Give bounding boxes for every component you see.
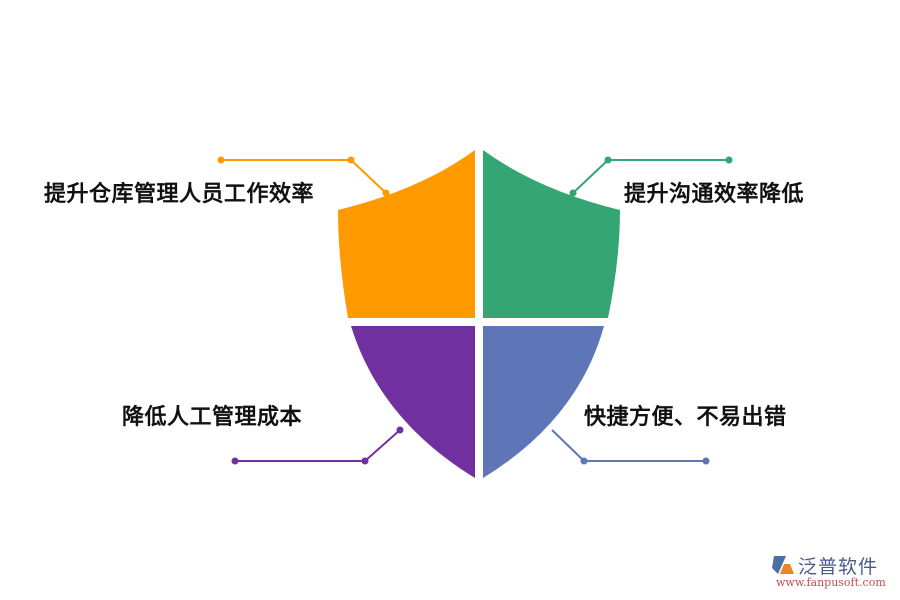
logo-brand-text: 泛普软件	[798, 556, 879, 578]
shield-quadrant-top-left	[338, 150, 475, 318]
label-bottom-right: 快捷方便、不易出错	[584, 405, 787, 430]
connector-bottom-right	[551, 429, 710, 465]
label-bottom-left: 降低人工管理成本	[122, 405, 303, 430]
connector-top-left	[217, 156, 390, 197]
connector-bottom-left	[231, 426, 404, 465]
connector-top-right	[569, 156, 733, 197]
shield-quadrant-bottom-right	[483, 326, 604, 478]
label-top-left: 提升仓库管理人员工作效率	[44, 182, 315, 207]
logo-url-text: www.fanpusoft.com	[776, 576, 886, 589]
fanpu-logo: 泛普软件 www.fanpusoft.com	[768, 552, 896, 596]
label-top-right: 提升沟通效率降低	[624, 182, 805, 207]
fanpu-logo-icon	[772, 556, 794, 574]
shield-quadrant-bottom-left	[351, 326, 475, 478]
shield-quadrant-top-right	[483, 150, 620, 318]
